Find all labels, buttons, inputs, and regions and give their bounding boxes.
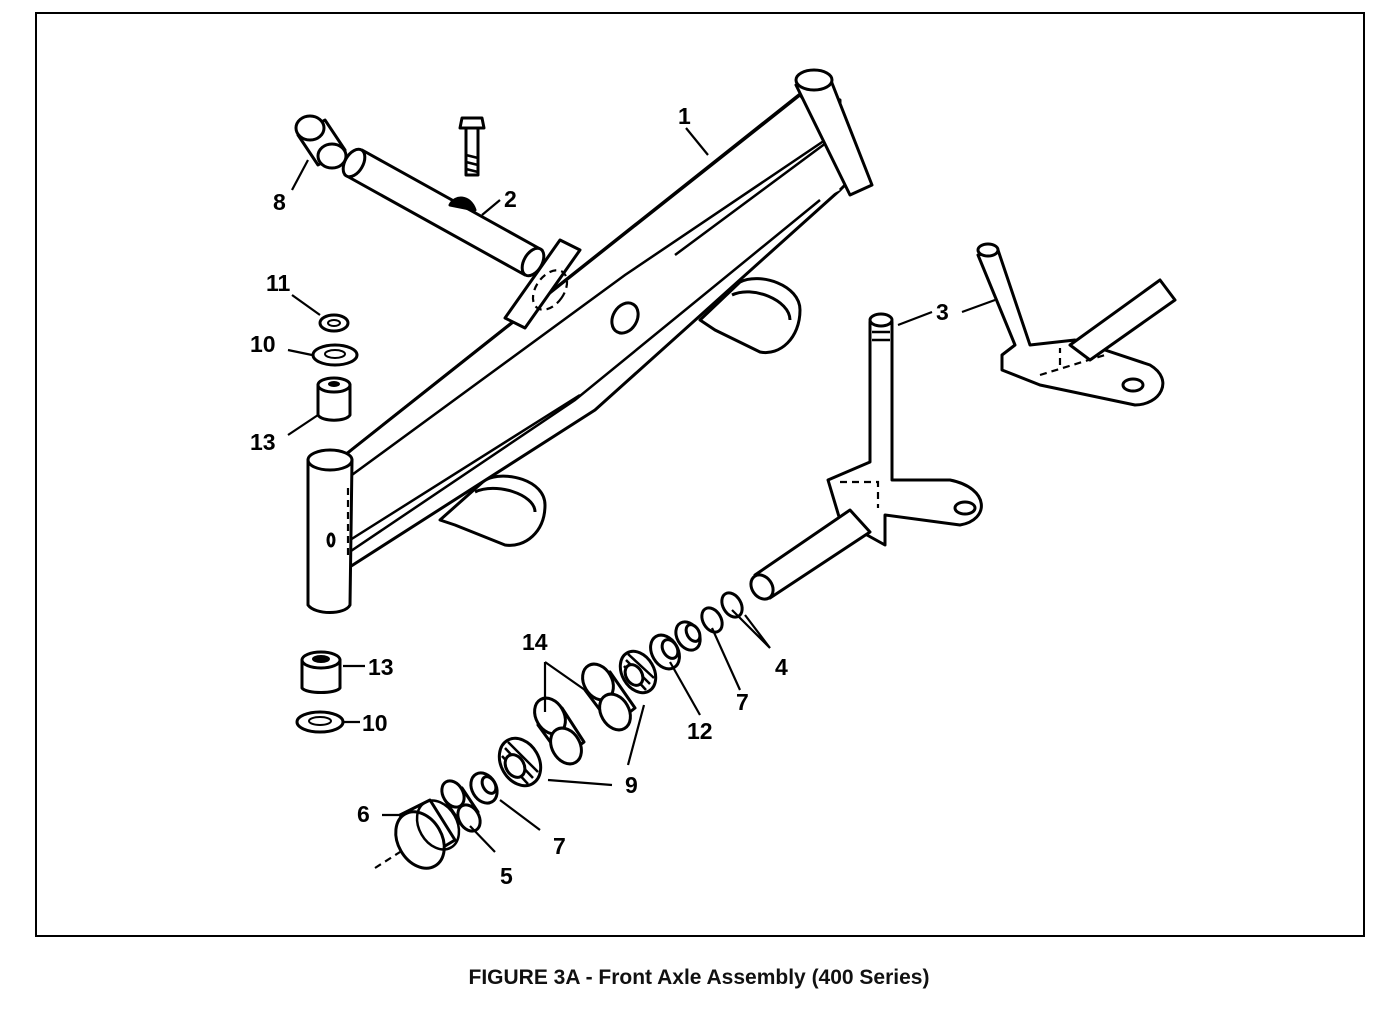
- washer-10-lower: [295, 710, 345, 734]
- washer-10-upper: [311, 343, 359, 367]
- callout-6: 6: [357, 801, 370, 827]
- bolt: [458, 116, 486, 177]
- callout-7-lower: 7: [553, 833, 566, 859]
- callout-1: 1: [678, 103, 691, 129]
- hub-cap-6: [374, 798, 461, 870]
- seal-7-upper: [674, 620, 702, 652]
- pivot-pin-2: [341, 147, 546, 278]
- callout-8: 8: [273, 189, 286, 215]
- bushing-13-upper: [316, 376, 352, 422]
- callout-4: 4: [775, 654, 788, 680]
- callout-14: 14: [522, 629, 548, 655]
- spindle-3-front: [749, 312, 983, 601]
- callout-13-lower: 13: [368, 654, 394, 680]
- callout-12: 12: [687, 718, 713, 744]
- bushing-13-lower: [300, 650, 342, 694]
- spindle-3-rear: [976, 242, 1177, 407]
- bearing-cups-14: [533, 662, 637, 766]
- bearing-cone-9-lower: [497, 736, 543, 788]
- callout-13-upper: 13: [250, 429, 276, 455]
- seal-7-lower: [469, 771, 499, 805]
- figure-frame: [35, 12, 1365, 937]
- washers-4: [700, 591, 744, 634]
- bearing-cone-9-upper: [618, 649, 658, 695]
- snap-ring-11: [318, 313, 350, 333]
- callout-10-lower: 10: [362, 710, 388, 736]
- leader-lines: [287, 127, 996, 853]
- callout-7-upper: 7: [736, 689, 749, 715]
- callout-labels: 1 2 3 4 5 6 7 7 8 9 10 10 11 12 13 13 14: [250, 103, 949, 889]
- callout-5: 5: [500, 863, 513, 889]
- callout-2: 2: [504, 186, 517, 212]
- nut-5: [440, 779, 482, 833]
- bushing-8: [294, 114, 348, 170]
- callout-9: 9: [625, 772, 638, 798]
- race-12: [649, 633, 681, 671]
- figure-caption: FIGURE 3A - Front Axle Assembly (400 Ser…: [468, 966, 930, 989]
- callout-11: 11: [266, 270, 291, 296]
- callout-10-upper: 10: [250, 331, 276, 357]
- callout-3: 3: [936, 299, 949, 325]
- axle-beam: [306, 68, 874, 614]
